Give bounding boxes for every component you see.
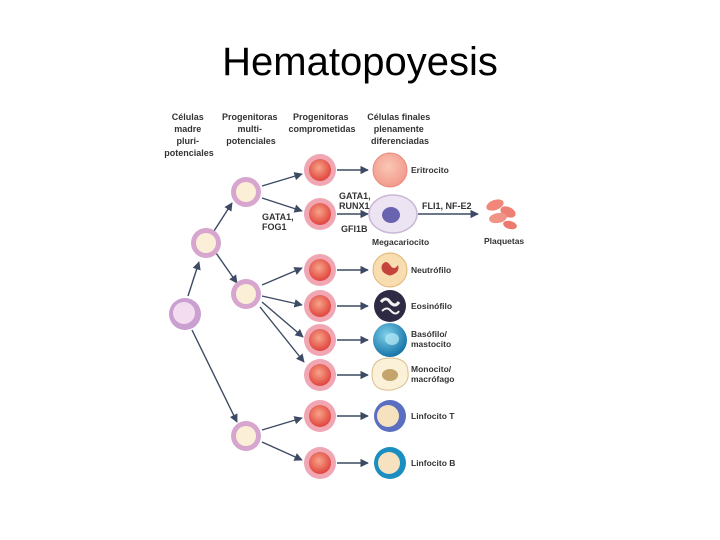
- slide-title: Hematopoyesis: [222, 40, 498, 84]
- arrow-gm-to-mono: [259, 306, 305, 363]
- factor-gfi1b: GFI1B: [341, 224, 368, 234]
- arrow-gm-to-eos: [261, 295, 303, 308]
- committed-cell: [304, 400, 336, 432]
- label-megacariocito: Megacariocito: [372, 237, 429, 247]
- stem-cell: [169, 298, 201, 330]
- label-basofilo: Basófilo/ mastocito: [411, 329, 451, 349]
- header-stem: Células madre pluri- potenciales: [164, 112, 214, 158]
- committed-cell: [304, 359, 336, 391]
- committed-progenitors: [304, 154, 336, 479]
- megakaryocyte-cell: [368, 194, 418, 234]
- arrow-stem-to-lymphoid: [191, 329, 238, 423]
- arrow-myeloid-to-mk: [261, 197, 303, 213]
- label-eosinofilo: Eosinófilo: [411, 301, 452, 311]
- committed-cell: [304, 290, 336, 322]
- factor-gata1-runx1: GATA1, RUNX1: [339, 191, 373, 211]
- header-multipotent: Progenitoras multi- potenciales: [222, 112, 280, 146]
- arrow-myeloid-to-ery: [261, 172, 303, 187]
- committed-cell: [304, 154, 336, 186]
- arrow-lymph-to-b: [261, 441, 303, 461]
- monocyte-cell: [371, 357, 409, 391]
- platelets: [486, 199, 517, 230]
- committed-cell: [304, 324, 336, 356]
- label-eritrocito: Eritrocito: [411, 165, 449, 175]
- erythrocyte-cell: [372, 152, 408, 188]
- arrow-gm-to-baso: [261, 301, 304, 338]
- column-headers: Células madre pluri- potenciales Progeni…: [164, 112, 433, 158]
- eosinophil-cell: [374, 290, 406, 322]
- lymphoid-progenitor-cell: [231, 421, 261, 451]
- label-neutrofilo: Neutrófilo: [411, 265, 451, 275]
- arrow-gm-to-neutro: [261, 267, 303, 286]
- committed-cell: [304, 198, 336, 230]
- committed-cell: [304, 447, 336, 479]
- arrow-stem-to-early: [187, 261, 201, 297]
- myeloid-progenitor-cell: [231, 177, 261, 207]
- header-final: Células finales plenamente diferenciadas: [367, 112, 433, 146]
- granulocyte-progenitor-cell: [231, 279, 261, 309]
- arrow-early-to-granulocyte: [215, 252, 238, 284]
- label-linfocito-t: Linfocito T: [411, 411, 455, 421]
- neutrophil-cell: [372, 252, 408, 288]
- t-lymphocyte-cell: [374, 400, 406, 432]
- label-monocito: Monocito/ macrófago: [411, 364, 454, 384]
- label-plaquetas: Plaquetas: [484, 236, 524, 246]
- early-progenitor-cell: [191, 228, 221, 258]
- factor-fli1-nfe2: FLI1, NF-E2: [422, 201, 472, 211]
- committed-cell: [304, 254, 336, 286]
- header-committed: Progenitoras comprometidas: [288, 112, 355, 134]
- basophil-cell: [373, 323, 407, 357]
- arrow-early-to-myeloid: [213, 202, 233, 232]
- factor-gata1-fog1: GATA1, FOG1: [262, 212, 296, 232]
- b-lymphocyte-cell: [374, 447, 406, 479]
- arrows: [187, 165, 479, 468]
- arrow-lymph-to-t: [261, 416, 303, 431]
- label-linfocito-b: Linfocito B: [411, 458, 455, 468]
